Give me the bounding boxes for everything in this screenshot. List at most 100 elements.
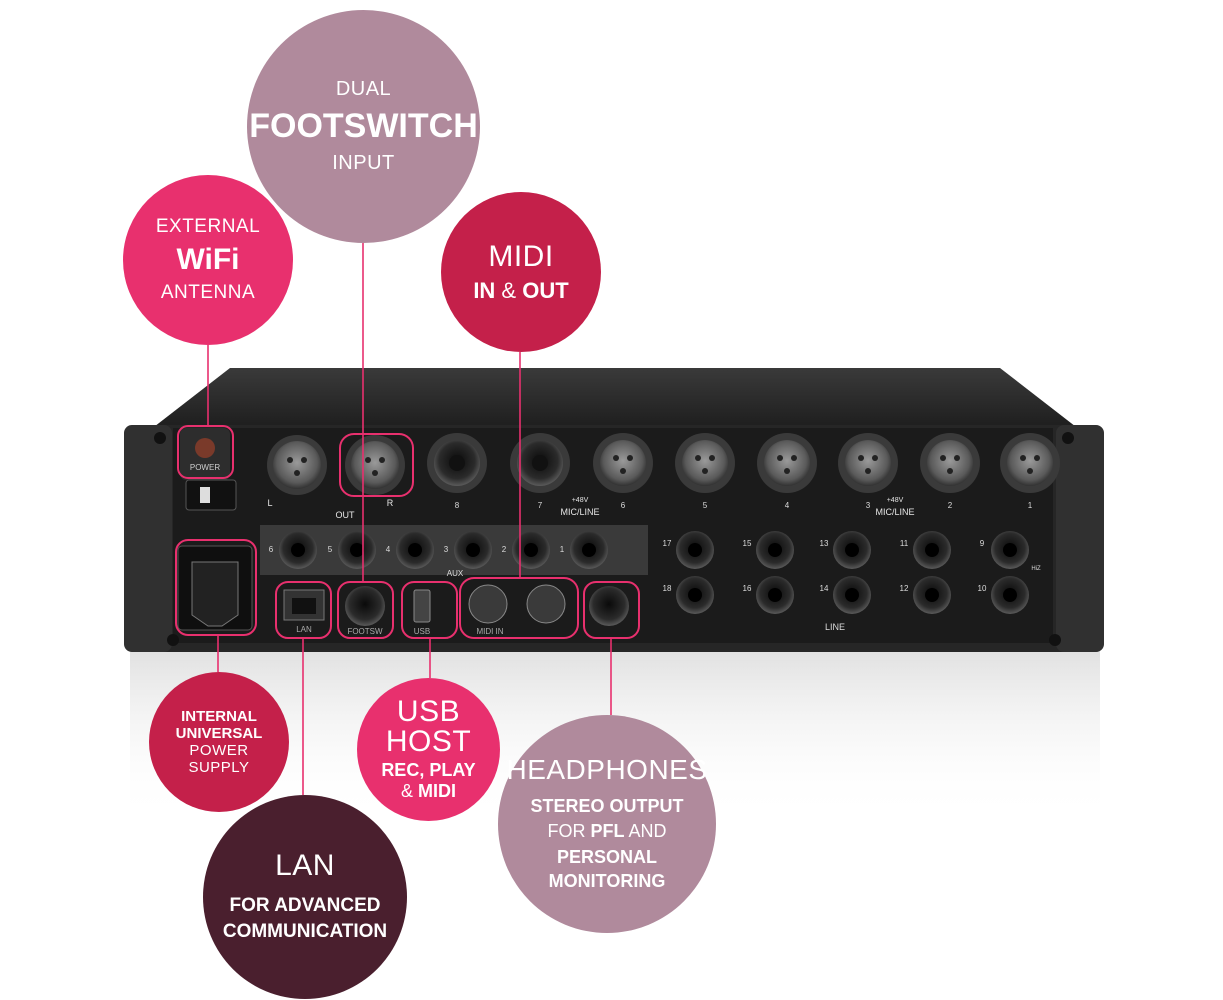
xlr-input-6[interactable] <box>600 440 646 486</box>
jack-hole <box>1003 543 1017 557</box>
xlr-pin <box>379 457 385 463</box>
midi-in-text: IN <box>473 278 496 304</box>
hiz-label: HiZ <box>1031 566 1041 572</box>
jack-hole <box>524 543 538 557</box>
power-line2: UNIVERSAL <box>175 724 263 742</box>
aux-number-3: 3 <box>444 545 449 554</box>
usb-line2: HOST <box>385 724 472 758</box>
jack-hole <box>350 543 364 557</box>
xlr-pin <box>940 455 946 461</box>
xlr-pin <box>865 468 871 474</box>
xlr-number-3: 3 <box>866 501 871 510</box>
callout-footswitch: DUAL FOOTSWITCH INPUT <box>247 10 480 243</box>
xlr-pin <box>1034 455 1040 461</box>
line-number-9: 9 <box>980 539 985 548</box>
wifi-line3: ANTENNA <box>160 282 256 304</box>
xlr-input-4[interactable] <box>764 440 810 486</box>
lan-line3: COMMUNICATION <box>222 921 388 943</box>
footswitch-label: FOOTSW <box>347 627 383 636</box>
callout-power-supply: INTERNAL UNIVERSAL POWER SUPPLY <box>149 672 289 812</box>
jack-hole <box>845 588 859 602</box>
line-number-12: 12 <box>900 584 909 593</box>
jack-hole <box>768 543 782 557</box>
jack-hole <box>1003 588 1017 602</box>
wifi-line1: EXTERNAL <box>155 215 261 237</box>
combo-jack-center <box>449 455 465 471</box>
jack-hole <box>688 588 702 602</box>
jack-hole <box>582 543 596 557</box>
xlr-input-2[interactable] <box>927 440 973 486</box>
aux-label: AUX <box>447 569 464 578</box>
line-number-15: 15 <box>743 539 752 548</box>
headphones-jack[interactable] <box>589 586 629 626</box>
xlr-out-right[interactable] <box>351 441 399 489</box>
usb-line4: & MIDI <box>401 781 456 803</box>
power-line1: INTERNAL <box>181 707 257 725</box>
combo-jack-center <box>532 455 548 471</box>
phantom-label-a: +48V <box>572 497 589 504</box>
xlr-pin <box>709 455 715 461</box>
out-left-label: L <box>267 498 272 508</box>
jack-hole <box>408 543 422 557</box>
xlr-number-8: 8 <box>455 501 460 510</box>
midi-label: MIDI IN <box>476 627 503 636</box>
aux-number-6: 6 <box>269 545 274 554</box>
footswitch-line2: FOOTSWITCH <box>249 106 478 145</box>
callout-headphones: HEADPHONES STEREO OUTPUT FOR PFL AND PER… <box>498 715 716 933</box>
headphones-for: FOR <box>547 820 591 841</box>
highlight-midi <box>459 577 579 639</box>
right-side-rail <box>1056 425 1104 652</box>
xlr-pin <box>791 455 797 461</box>
highlight-out-r <box>339 433 414 497</box>
xlr-out-left[interactable] <box>273 441 321 489</box>
power-switch[interactable] <box>185 479 237 511</box>
midi-out-text: OUT <box>522 278 569 304</box>
midi-amp: & <box>495 278 523 304</box>
xlr-pin <box>627 455 633 461</box>
mic-line-label-a: MIC/LINE <box>560 507 599 517</box>
xlr-input-3[interactable] <box>845 440 891 486</box>
xlr-number-2: 2 <box>948 501 953 510</box>
usb-line3: REC, PLAY <box>381 759 476 780</box>
footswitch-line1: DUAL <box>335 77 392 100</box>
highlight-wifi <box>177 425 234 479</box>
xlr-pin <box>287 457 293 463</box>
xlr-number-5: 5 <box>703 501 708 510</box>
headphones-and: AND <box>624 820 667 841</box>
midi-line1: MIDI <box>488 239 554 273</box>
headphones-line4: PERSONAL <box>556 846 657 867</box>
xlr-input-5[interactable] <box>682 440 728 486</box>
lan-line2: FOR ADVANCED <box>229 895 381 917</box>
jack-hole <box>291 543 305 557</box>
highlight-power <box>175 539 257 636</box>
line-label: LINE <box>825 622 845 632</box>
power-line4: SUPPLY <box>188 759 250 777</box>
xlr-pin <box>858 455 864 461</box>
aux-number-2: 2 <box>502 545 507 554</box>
aux-number-1: 1 <box>560 545 565 554</box>
line-number-13: 13 <box>820 539 829 548</box>
callout-lan: LAN FOR ADVANCED COMMUNICATION <box>203 795 407 999</box>
usb-port[interactable] <box>413 589 431 623</box>
xlr-pin <box>777 455 783 461</box>
wifi-line2: WiFi <box>176 242 240 276</box>
midi-line2: IN & OUT <box>473 278 568 304</box>
xlr-pin <box>372 470 378 476</box>
xlr-input-1[interactable] <box>1007 440 1053 486</box>
left-side-rail <box>124 425 172 652</box>
midi-out-port[interactable] <box>526 584 566 624</box>
jack-hole <box>768 588 782 602</box>
jack-hole <box>466 543 480 557</box>
xlr-number-1: 1 <box>1028 501 1033 510</box>
midi-in-port[interactable] <box>468 584 508 624</box>
jack-hole <box>925 543 939 557</box>
callout-wifi: EXTERNAL WiFi ANTENNA <box>123 175 293 345</box>
footswitch-jack[interactable] <box>345 586 385 626</box>
jack-hole <box>925 588 939 602</box>
device-top-panel <box>150 368 1080 430</box>
callout-midi: MIDI IN & OUT <box>441 192 601 352</box>
usb-midi-text: MIDI <box>418 780 456 801</box>
usb-amp: & <box>400 780 418 801</box>
phantom-label-b: +48V <box>887 497 904 504</box>
